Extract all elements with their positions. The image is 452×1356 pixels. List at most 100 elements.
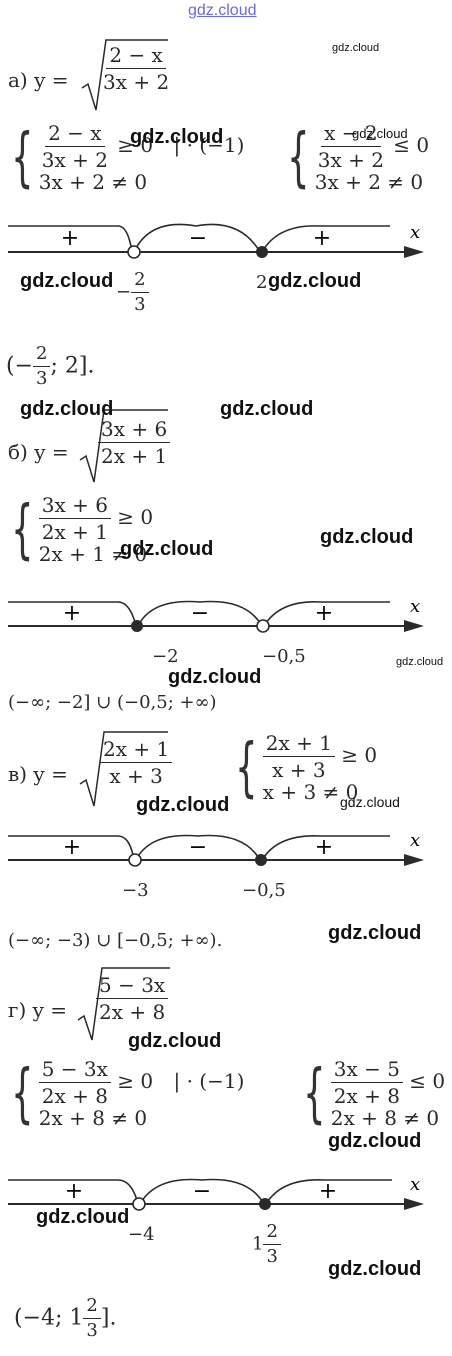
answer-b: (−∞; −2] ∪ (−0,5; +∞) <box>8 692 217 713</box>
sys-numerator: 5 − 3x <box>38 1058 111 1083</box>
watermark: gdz.cloud <box>136 794 230 816</box>
sys-denominator: 3x + 2 <box>41 148 108 172</box>
watermark-top: gdz.cloud <box>188 2 257 19</box>
fraction-numerator: 2 <box>263 1222 281 1245</box>
sys-relation: ≥ 0 <box>117 505 154 529</box>
part-label: б) <box>8 440 28 464</box>
watermark: gdz.cloud <box>36 1206 130 1228</box>
sqrt-sign <box>81 39 168 111</box>
point-d1-label: −4 <box>128 1224 155 1245</box>
sign-label: − <box>189 835 207 860</box>
watermark: gdz.cloud <box>220 398 314 420</box>
sys-condition: 3x + 2 ≠ 0 <box>314 170 424 194</box>
axis-label: x <box>410 1174 420 1195</box>
fraction-denominator: x + 3 <box>109 764 163 788</box>
sys-denominator: 2x + 8 <box>41 1084 108 1108</box>
open-point <box>132 1197 146 1211</box>
fraction-denominator: 2x + 1 <box>101 444 168 468</box>
sys-relation: ≥ 0 <box>117 1069 154 1093</box>
sys-numerator: 3x + 6 <box>38 494 111 519</box>
watermark: gdz.cloud <box>20 270 114 292</box>
number-line-c: + − + x <box>8 830 424 867</box>
sys-relation: ≥ 0 <box>341 743 378 767</box>
sign-label: + <box>63 835 81 860</box>
fraction-numerator: 2 − x <box>106 44 166 69</box>
sys-condition: 2x + 8 ≠ 0 <box>38 1106 148 1130</box>
watermark: gdz.cloud <box>328 1130 422 1152</box>
watermark: gdz.cloud <box>332 42 380 54</box>
part-d-label: г) y = <box>8 998 67 1022</box>
fraction-numerator: 2 <box>131 270 149 293</box>
sign-label: − <box>191 601 209 626</box>
sys-condition: x + 3 ≠ 0 <box>262 780 359 804</box>
mixed-whole: 1 <box>69 1305 84 1331</box>
sys-relation: ≤ 0 <box>409 1069 446 1093</box>
sign-label: + <box>319 1179 337 1204</box>
fraction-denominator: 3 <box>134 293 146 315</box>
sys-condition: 2x + 8 ≠ 0 <box>330 1106 440 1130</box>
watermark: gdz.cloud <box>396 656 444 668</box>
axis-label: x <box>410 830 420 851</box>
closed-point <box>255 854 267 866</box>
closed-point <box>131 620 143 632</box>
bracket: ]. <box>78 353 95 379</box>
brace: { <box>287 121 310 195</box>
watermark: gdz.cloud <box>20 398 114 420</box>
watermark: gdz.cloud <box>120 538 214 560</box>
brace: { <box>11 1057 34 1131</box>
fraction-numerator: 2x + 1 <box>100 738 173 763</box>
sign-label: + <box>65 1179 83 1204</box>
open-point <box>127 245 141 259</box>
watermark: gdz.cloud <box>352 126 408 141</box>
point-c1-label: −3 <box>122 880 149 901</box>
sys-relation: ≤ 0 <box>393 133 430 157</box>
sign-label: − <box>193 1179 211 1204</box>
part-label: а) <box>8 68 28 92</box>
answer-rest: ; 2 <box>50 353 79 379</box>
bracket: ]. <box>100 1305 117 1331</box>
part-a-label: а) y = <box>8 68 69 92</box>
closed-point <box>256 246 268 258</box>
sys-denominator: 2x + 1 <box>41 520 108 544</box>
sign-label: + <box>313 226 331 251</box>
sys-multiplier: | · (−1) <box>173 133 245 157</box>
sys-denominator: 3x + 2 <box>317 148 384 172</box>
fraction-numerator: 2 <box>33 344 51 367</box>
closed-point <box>259 1198 271 1210</box>
sys-relation: ≥ 0 <box>117 133 154 157</box>
sys-multiplier: | · (−1) <box>173 1069 245 1093</box>
mixed-whole: 1 <box>252 1233 264 1255</box>
point-c2-label: −0,5 <box>242 880 286 901</box>
point-b2-label: −0,5 <box>262 646 306 667</box>
sign-label: + <box>63 601 81 626</box>
sys-numerator: 3x − 5 <box>330 1058 403 1083</box>
number-line-d: + − + x <box>8 1174 424 1211</box>
brace: { <box>303 1057 326 1131</box>
number-line-a: + − + x <box>8 222 424 259</box>
part-label: в) <box>8 762 28 786</box>
watermark: gdz.cloud <box>328 1258 422 1280</box>
watermark: gdz.cloud <box>320 526 414 548</box>
sys-condition: 2x + 1 ≠ 0 <box>38 542 148 566</box>
watermark: gdz.cloud <box>328 922 422 944</box>
sqrt-sign <box>77 967 170 1041</box>
function-prefix: y = <box>34 68 69 92</box>
sys-numerator: x − 2 <box>321 122 381 147</box>
brace: { <box>235 731 258 805</box>
sys-condition: 3x + 2 ≠ 0 <box>38 170 148 194</box>
fraction-numerator: 3x + 6 <box>98 418 171 443</box>
fraction-denominator: 2x + 8 <box>99 1000 166 1024</box>
answer-c: (−∞; −3) ∪ [−0,5; +∞). <box>8 930 223 951</box>
sign-label: + <box>315 835 333 860</box>
part-label: г) <box>8 998 27 1022</box>
function-prefix: y = <box>34 440 69 464</box>
